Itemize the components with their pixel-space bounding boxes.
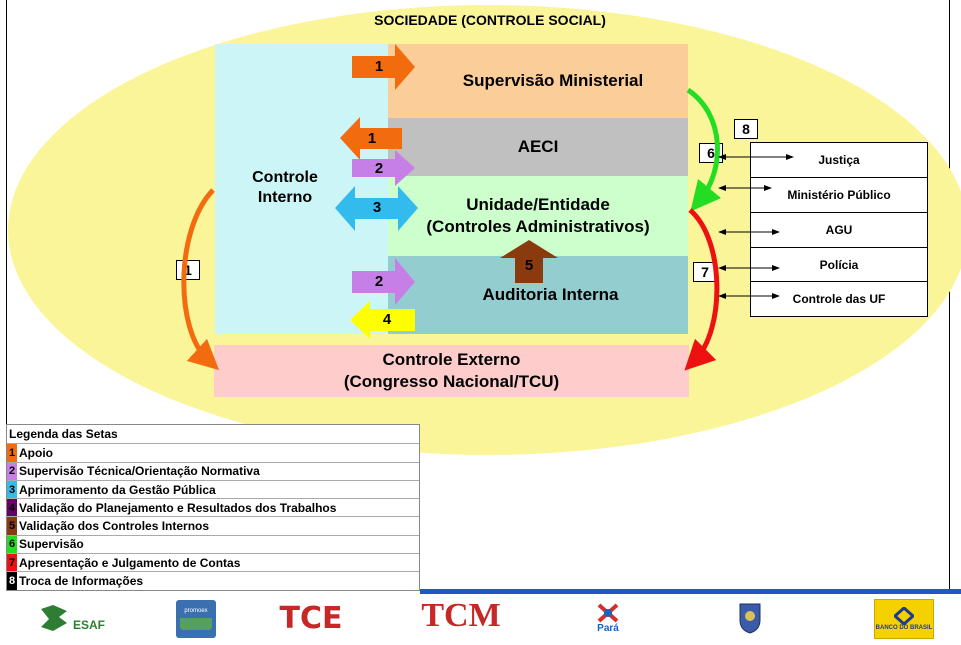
promoex-logo: promoex [176, 600, 216, 638]
arrow-6-supervisao-curve [686, 87, 722, 212]
arrow-7-contas-curve [684, 208, 720, 371]
shield-logo [735, 600, 765, 636]
arrow-label-1-sup: 1 [374, 58, 384, 75]
arrow-1-apoio-curve [181, 188, 220, 371]
arrow-2-unidade-block [352, 150, 415, 186]
controle-externo-box: Controle Externo (Congresso Nacional/TCU) [214, 345, 689, 397]
unidade-box: Unidade/Entidade (Controles Administrativ… [388, 176, 688, 256]
arrow-1-supervisao-block [352, 44, 415, 90]
legend-item-label: Apoio [19, 445, 53, 460]
arrow-label-4: 4 [382, 311, 392, 328]
legend-item-number: 5 [7, 517, 17, 535]
number-box-8: 8 [734, 119, 758, 139]
legend-title: Legenda das Setas [9, 427, 118, 442]
arrow-5-block [500, 240, 558, 283]
controle-interno-label: Controle Interno [252, 169, 318, 206]
esaf-logo: ESAF [30, 598, 112, 638]
banco-do-brasil-logo: BANCO DO BRASIL [874, 599, 934, 639]
tcm-logo: TCM [421, 597, 501, 634]
ministerio-publico-box: Ministério Público [750, 177, 928, 213]
controle-uf-box: Controle das UF [750, 281, 928, 317]
legend-item-number: 8 [7, 572, 17, 590]
supervisao-ministerial-box: Supervisão Ministerial [388, 44, 688, 118]
legend-item-number: 2 [7, 462, 17, 480]
arrow-label-5: 5 [524, 257, 534, 274]
aeci-box: AECI [388, 118, 688, 176]
legend-item-label: Supervisão Técnica/Orientação Normativa [19, 464, 260, 479]
legend-item-label: Validação do Planejamento e Resultados d… [19, 500, 337, 515]
para-logo: Pará [592, 598, 624, 638]
supervisao-ministerial-label: Supervisão Ministerial [462, 71, 644, 90]
arrow-label-2-unidade: 2 [374, 160, 384, 177]
frame-left-line [6, 0, 7, 424]
legend-item-label: Supervisão [19, 537, 84, 552]
arrow-2-auditoria-block [352, 258, 415, 305]
justica-box: Justiça [750, 142, 928, 178]
legend-item-number: 4 [7, 499, 17, 517]
unidade-label-1: Unidade/Entidade [466, 195, 610, 214]
frame-right-line [949, 0, 950, 590]
legend-item-label: Apresentação e Julgamento de Contas [19, 555, 241, 570]
legend-item-number: 3 [7, 480, 17, 499]
auditoria-label: Auditoria Interna [482, 285, 619, 304]
legend-item-number: 6 [7, 535, 17, 554]
externo-label-1: Controle Externo [382, 350, 521, 369]
arrow-label-1-aeci: 1 [367, 130, 377, 147]
legend-item-label: Validação dos Controles Internos [19, 519, 210, 534]
arrow-1-aeci-block [340, 117, 402, 160]
diagram-title: SOCIEDADE (CONTROLE SOCIAL) [374, 12, 606, 28]
tce-logo: TCE [279, 600, 343, 636]
externo-label-2: (Congresso Nacional/TCU) [343, 372, 560, 391]
arrow-4-block [350, 301, 415, 339]
agu-box: AGU [750, 212, 928, 248]
unidade-label-2: (Controles Administrativos) [426, 217, 650, 236]
arrow-label-3: 3 [372, 199, 382, 216]
aeci-label: AECI [517, 137, 559, 156]
footer-blue-bar [420, 589, 961, 594]
legend-item-label: Troca de Informações [19, 574, 144, 589]
arrow-3-block [335, 186, 418, 231]
arrow-label-2-auditoria: 2 [374, 273, 384, 290]
legend-item-label: Aprimoramento da Gestão Pública [19, 482, 216, 497]
legend-item-number: 7 [7, 554, 17, 572]
legend-item-number: 1 [7, 444, 17, 462]
